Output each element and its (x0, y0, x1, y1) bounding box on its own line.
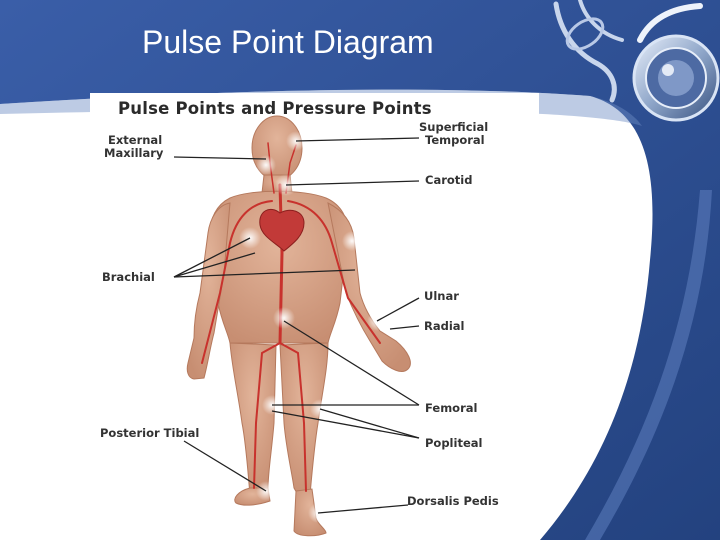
label-femoral: Femoral (425, 402, 477, 415)
body-illustration (90, 93, 539, 540)
label-ulnar: Ulnar (424, 290, 459, 303)
figure-title: Pulse Points and Pressure Points (118, 99, 432, 118)
label-superficial-temporal: Superficial Temporal (419, 121, 488, 147)
label-carotid: Carotid (425, 174, 472, 187)
label-brachial: Brachial (102, 271, 155, 284)
label-external-maxillary: External Maxillary (104, 134, 163, 160)
label-superficial-temporal-line2: Temporal (419, 134, 488, 147)
label-external-maxillary-line2: Maxillary (104, 147, 163, 160)
label-popliteal: Popliteal (425, 437, 482, 450)
slide-title: Pulse Point Diagram (142, 24, 434, 61)
pulse-points-figure: Pulse Points and Pressure Points Externa… (90, 93, 539, 540)
label-dorsalis-pedis: Dorsalis Pedis (407, 495, 499, 508)
label-radial: Radial (424, 320, 465, 333)
label-posterior-tibial: Posterior Tibial (100, 427, 199, 440)
